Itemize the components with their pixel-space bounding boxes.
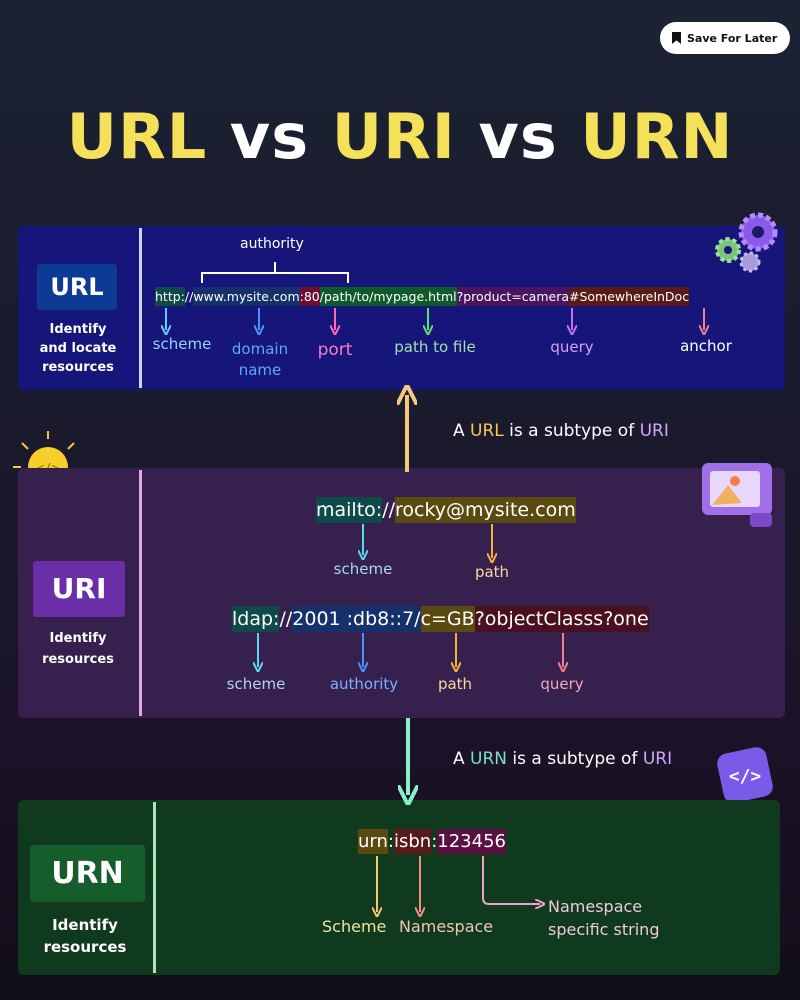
code-segment: mailto: [316,497,383,523]
url-panel [18,226,785,390]
urn-subtype-note: A URN is a subtype of URI [453,749,672,769]
label-namespace-specific-string: Namespace specific string [548,895,659,941]
note-text: A [453,749,471,769]
divider [139,470,142,716]
label-authority: authority [329,675,399,693]
monitor-image-icon [702,463,772,527]
urn-example: urn:isbn:123456 [358,829,506,854]
code-segment: ldap: [232,606,280,632]
code-segment: 123456 [437,829,506,854]
subtitle-line: resources [42,360,114,375]
urn-badge: URN [30,845,145,902]
label-namespace: Namespace [399,917,494,936]
label-scheme: scheme [152,335,212,353]
note-text: is a subtype of [503,421,640,441]
mailto-example: mailto://rocky@mysite.com [316,497,576,523]
label-path: path [437,675,473,693]
subtitle-line: resources [42,652,114,667]
label-line: Namespace [548,897,643,916]
title-vs: vs [455,100,581,173]
url-subtype-note: A URL is a subtype of URI [453,421,669,441]
url-badge: URL [37,264,117,310]
label-scheme: scheme [226,675,286,693]
note-text: A [453,421,471,441]
code-icon: </> [717,747,773,803]
label-path: path [474,563,510,581]
code-segment: :80 [299,287,320,306]
code-segment: www.mysite.com [193,287,300,306]
subtitle-line: resources [43,938,127,956]
subtitle-line: and locate [39,341,117,356]
url-subtitle: Identify and locate resources [28,320,128,377]
label-scheme: Scheme [322,917,387,936]
ldap-example: ldap://2001 :db8::7/c=GB?objectClasss?on… [232,606,649,632]
gears-icon [715,212,778,273]
save-for-later-button[interactable]: Save For Later [660,22,790,54]
title-vs: vs [207,100,332,173]
page-title: URL vs URI vs URN [0,100,800,173]
label-query: query [540,675,584,693]
label-port: port [317,340,353,360]
code-segment: ?objectClasss?one [474,606,649,632]
urn-subtitle: Identify resources [30,914,140,958]
uri-badge: URI [33,561,125,617]
title-uri: URI [331,100,456,173]
code-segment: ?product=camera [456,287,569,306]
bookmark-icon [672,32,681,44]
note-text: URI [642,749,673,769]
label-line: specific string [548,920,660,939]
label-anchor: anchor [680,337,732,355]
note-text: URI [639,421,669,441]
code-segment: 2001 :db8::7/ [292,606,421,632]
url-example: http://www.mysite.com :80/path/to/mypage… [155,287,690,306]
divider [139,228,142,388]
authority-label: authority [240,236,304,252]
code-segment: // [184,289,194,304]
label-line: name [238,361,282,379]
code-segment: // [279,608,293,630]
code-segment: : [387,831,394,852]
title-url: URL [66,100,208,173]
code-segment: c=GB [420,606,475,632]
code-segment: urn [358,829,388,854]
code-segment: rocky@mysite.com [395,497,576,523]
save-label: Save For Later [687,31,778,45]
label-line: domain [231,340,289,358]
title-urn: URN [580,100,734,173]
label-domain-name: domain name [232,339,288,381]
note-text: URN [470,749,508,769]
label-query: query [550,338,594,356]
label-path-to-file: path to file [394,338,476,356]
note-text: is a subtype of [507,749,643,769]
svg-text:</>: </> [729,766,762,787]
code-segment: http: [155,287,185,306]
divider [153,802,156,973]
subtitle-line: Identify [52,916,118,934]
note-text: URL [470,421,504,441]
code-segment: isbn [393,829,432,854]
subtitle-line: Identify [49,631,107,646]
label-scheme: scheme [333,560,393,578]
subtitle-line: Identify [49,322,107,337]
code-segment: : [431,831,438,852]
code-segment: #SomewhereInDoc [569,287,690,306]
uri-subtitle: Identify resources [28,628,128,670]
code-segment: // [382,499,395,521]
code-segment: /path/to/mypage.html [319,287,457,306]
